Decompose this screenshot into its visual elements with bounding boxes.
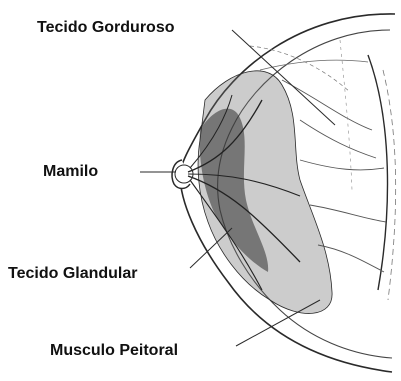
label-glandular-tissue: Tecido Glandular — [8, 265, 138, 283]
fat-strand-6 — [260, 60, 368, 70]
fat-strand-2 — [300, 120, 376, 158]
fat-strand-4 — [310, 205, 386, 222]
label-pectoral-muscle: Musculo Peitoral — [50, 342, 178, 360]
fat-strand-3 — [300, 160, 384, 170]
chest-wall-curve — [368, 55, 387, 290]
label-nipple: Mamilo — [43, 163, 98, 181]
label-fatty-tissue: Tecido Gorduroso — [37, 19, 174, 37]
fat-strand-1 — [282, 80, 372, 130]
rib-line — [383, 70, 396, 300]
